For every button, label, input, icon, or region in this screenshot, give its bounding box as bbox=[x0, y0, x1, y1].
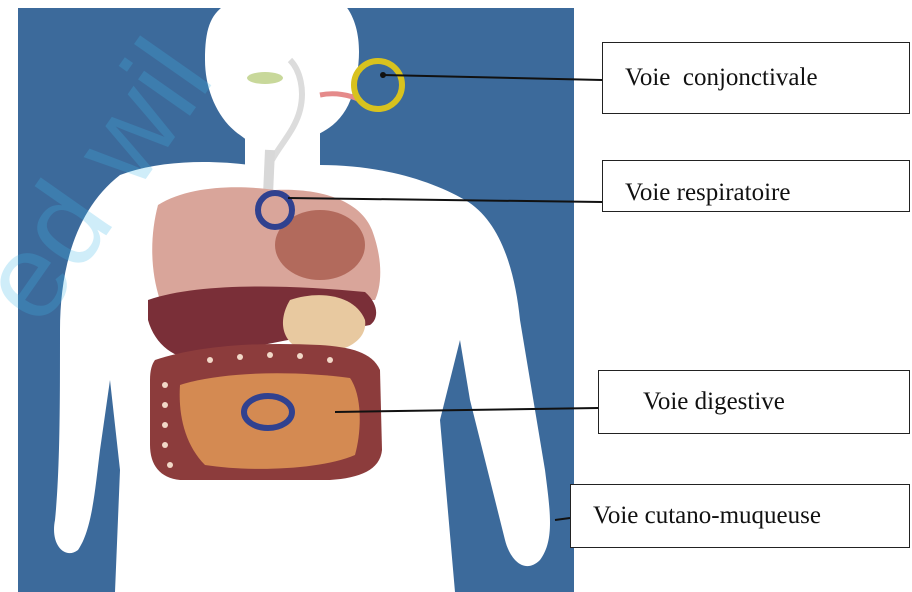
label-conjunctival-route: Voie conjonctivale bbox=[602, 42, 910, 114]
label-mucocutaneous-text: Voie cutano-muqueuse bbox=[593, 502, 821, 530]
label-digestive-route: Voie digestive bbox=[598, 370, 910, 434]
label-respiratory-text: Voie respiratoire bbox=[625, 179, 790, 207]
leader-dot-conjunctival bbox=[380, 72, 386, 78]
organs bbox=[148, 187, 382, 480]
label-digestive-text: Voie digestive bbox=[643, 388, 785, 416]
trachea bbox=[268, 150, 270, 195]
label-conjunctival-text: Voie conjonctivale bbox=[625, 64, 818, 92]
label-mucocutaneous-route: Voie cutano-muqueuse bbox=[570, 484, 910, 548]
label-respiratory-route: Voie respiratoire bbox=[602, 160, 910, 212]
